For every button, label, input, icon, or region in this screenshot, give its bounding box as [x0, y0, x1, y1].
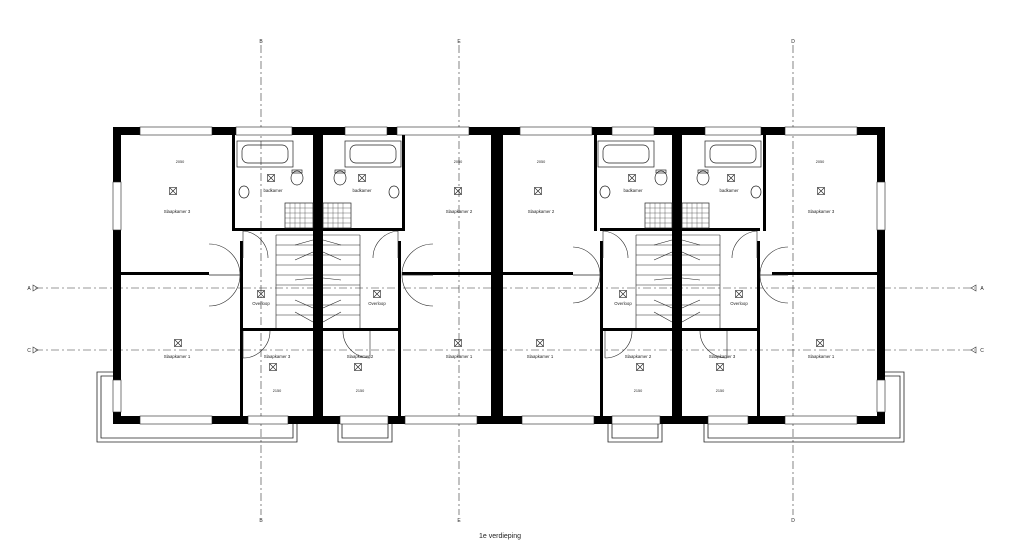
room-label-bathroom-b: badkamer: [352, 188, 372, 193]
room-label-bedroom-2-a: Slaapkamer 2: [446, 209, 473, 214]
grid-label-d-bottom: D: [791, 518, 795, 524]
room-label-landing-c: Overloop: [614, 301, 632, 306]
room-label-landing-b: Overloop: [368, 301, 386, 306]
room-label-bedroom-1-a: Slaapkamer 1: [164, 354, 191, 359]
dimension-tag: 2050: [176, 160, 184, 164]
room-label-bedroom-1-b: Slaapkamer 1: [446, 354, 473, 359]
room-label-bedroom-3-small-b: Slaapkamer 3: [709, 354, 736, 359]
door-swings: [208, 230, 789, 359]
dimension-tag: 2150: [716, 389, 724, 393]
room-label-bedroom-2-small-a: Slaapkamer 2: [347, 354, 374, 359]
room-label-bedroom-3-right: Slaapkamer 3: [808, 209, 835, 214]
grid-markers: B E D B E D A A C C: [27, 39, 984, 524]
dimension-tag: 2150: [273, 389, 281, 393]
room-label-bedroom-3-left: Slaapkamer 3: [164, 209, 191, 214]
walls: [113, 127, 885, 424]
grid-axes: [35, 45, 975, 515]
ceiling-light-markers: [169, 174, 825, 371]
dimension-tag: 2150: [634, 389, 642, 393]
room-label-bedroom-1-c: Slaapkamer 1: [527, 354, 554, 359]
grid-label-d-top: D: [791, 39, 795, 45]
room-label-bedroom-3-small-a: Slaapkamer 3: [264, 354, 291, 359]
room-label-bathroom-a: badkamer: [263, 188, 283, 193]
grid-label-c-right: C: [980, 348, 984, 354]
balconies: [96, 371, 905, 443]
grid-label-a-left: A: [27, 286, 31, 292]
grid-label-e-top: E: [457, 39, 461, 45]
dimension-tag: 2050: [454, 160, 462, 164]
dimension-tag: 2150: [356, 389, 364, 393]
grid-label-c-left: C: [27, 348, 31, 354]
grid-label-a-right: A: [980, 286, 984, 292]
room-label-landing-d: Overloop: [730, 301, 748, 306]
grid-label-b-bottom: B: [259, 518, 263, 524]
windows: [112, 126, 886, 425]
room-label-bathroom-c: badkamer: [623, 188, 643, 193]
grid-label-b-top: B: [259, 39, 263, 45]
room-label-bathroom-d: badkamer: [719, 188, 739, 193]
room-label-bedroom-2-b: Slaapkamer 2: [528, 209, 555, 214]
dimension-tag: 2050: [537, 160, 545, 164]
staircases: [275, 234, 721, 328]
room-label-bedroom-1-d: Slaapkamer 1: [808, 354, 835, 359]
dimension-tag: 2050: [816, 160, 824, 164]
sanitary-fixtures: [236, 140, 762, 229]
room-label-bedroom-2-small-b: Slaapkamer 2: [625, 354, 652, 359]
grid-label-e-bottom: E: [457, 518, 461, 524]
drawing-title: 1e verdieping: [479, 533, 521, 540]
room-label-landing-a: Overloop: [252, 301, 270, 306]
